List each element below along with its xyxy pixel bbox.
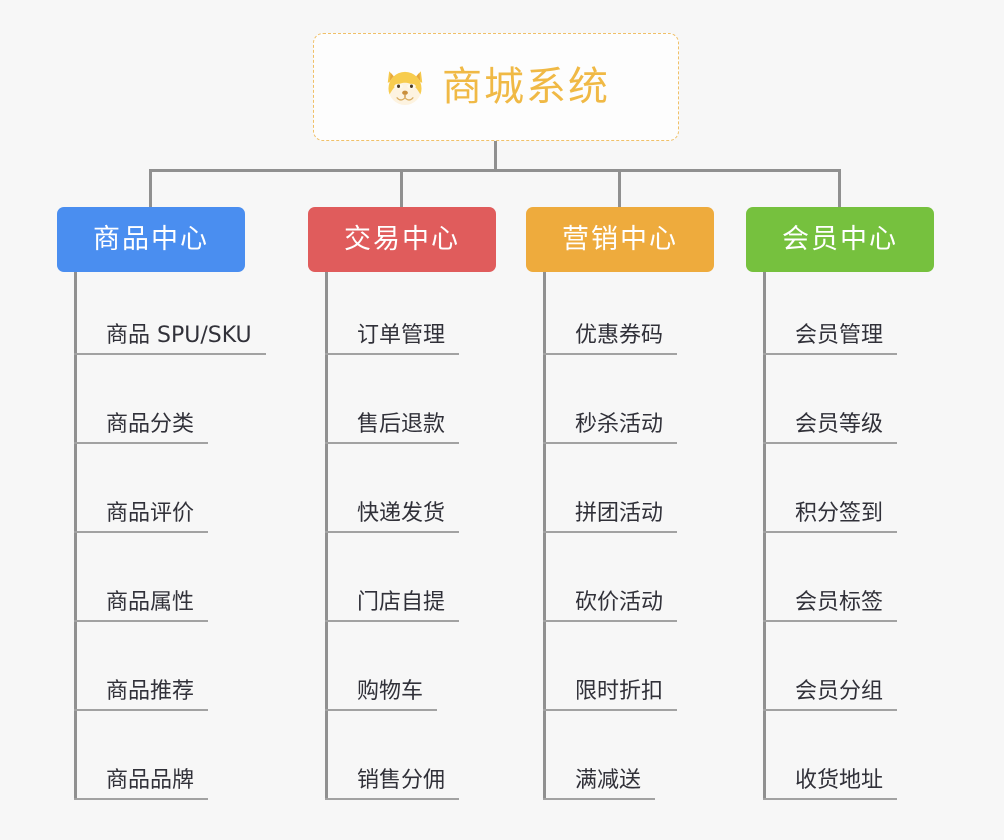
leaf-underline [74,531,208,533]
leaf-underline [543,442,677,444]
category-rail [325,272,328,800]
category-rail [74,272,77,800]
leaf-label: 积分签到 [795,501,884,526]
leaf-underline [763,531,897,533]
category-header-member-center[interactable]: 会员中心 [746,207,934,272]
category-label: 营销中心 [562,224,678,255]
leaf-label: 门店自提 [357,590,446,615]
category-header-marketing-center[interactable]: 营销中心 [526,207,714,272]
connector-drop-3 [838,169,841,209]
category-label: 交易中心 [344,224,460,255]
category-header-trade-center[interactable]: 交易中心 [308,207,496,272]
leaf-label: 快递发货 [357,501,446,526]
category-header-product-center[interactable]: 商品中心 [57,207,245,272]
leaf-label: 商品分类 [106,412,195,437]
leaf-label: 满减送 [575,768,642,793]
leaf-label: 限时折扣 [575,679,664,704]
leaf-underline [74,442,208,444]
leaf-label: 收货地址 [795,768,884,793]
leaf-underline [325,798,459,800]
leaf-label: 秒杀活动 [575,412,664,437]
shiba-dog-face-icon [387,71,423,105]
leaf-underline [543,620,677,622]
leaf-label: 订单管理 [357,323,446,348]
leaf-underline [543,709,677,711]
leaf-underline [763,709,897,711]
category-label: 会员中心 [782,224,898,255]
connector-drop-0 [149,169,152,209]
leaf-label: 商品推荐 [106,679,195,704]
leaf-label: 会员标签 [795,590,884,615]
category-rail [763,272,766,800]
leaf-label: 商品品牌 [106,768,195,793]
leaf-underline [763,442,897,444]
connector-drop-1 [400,169,403,209]
connector-root-stem [494,141,497,171]
leaf-underline [543,798,655,800]
leaf-underline [325,353,459,355]
leaf-label: 商品 SPU/SKU [106,323,252,348]
leaf-label: 优惠券码 [575,323,664,348]
leaf-label: 商品属性 [106,590,195,615]
leaf-label: 购物车 [357,679,424,704]
connector-drop-2 [618,169,621,209]
leaf-underline [325,531,459,533]
root-title: 商城系统 [442,64,610,110]
category-label: 商品中心 [93,224,209,255]
leaf-label: 拼团活动 [575,501,664,526]
leaf-label: 会员管理 [795,323,884,348]
category-column-trade-center: 交易中心 订单管理 售后退款 快递发货 门店自提 购物车 [308,207,496,800]
category-column-marketing-center: 营销中心 优惠券码 秒杀活动 拼团活动 砍价活动 限时折扣 [526,207,714,800]
leaf-underline [763,353,897,355]
category-column-member-center: 会员中心 会员管理 会员等级 积分签到 会员标签 会员分组 [746,207,934,800]
leaf-underline [325,709,437,711]
leaf-label: 商品评价 [106,501,195,526]
leaf-label: 销售分佣 [357,768,446,793]
category-column-product-center: 商品中心 商品 SPU/SKU 商品分类 商品评价 商品属性 商品推荐 [57,207,266,800]
category-rail [543,272,546,800]
leaf-underline [325,620,459,622]
leaf-underline [74,798,208,800]
leaf-label: 会员等级 [795,412,884,437]
leaf-label: 砍价活动 [575,590,664,615]
leaf-label: 会员分组 [795,679,884,704]
leaf-underline [763,798,897,800]
leaf-underline [325,442,459,444]
leaf-underline [74,620,208,622]
leaf-underline [543,353,677,355]
leaf-label: 售后退款 [357,412,446,437]
root-node-shopping-mall-system[interactable]: 商城系统 [313,33,679,141]
leaf-underline [763,620,897,622]
leaf-underline [543,531,677,533]
connector-horizontal-bus [149,169,841,172]
leaf-underline [74,709,208,711]
leaf-underline [74,353,266,355]
